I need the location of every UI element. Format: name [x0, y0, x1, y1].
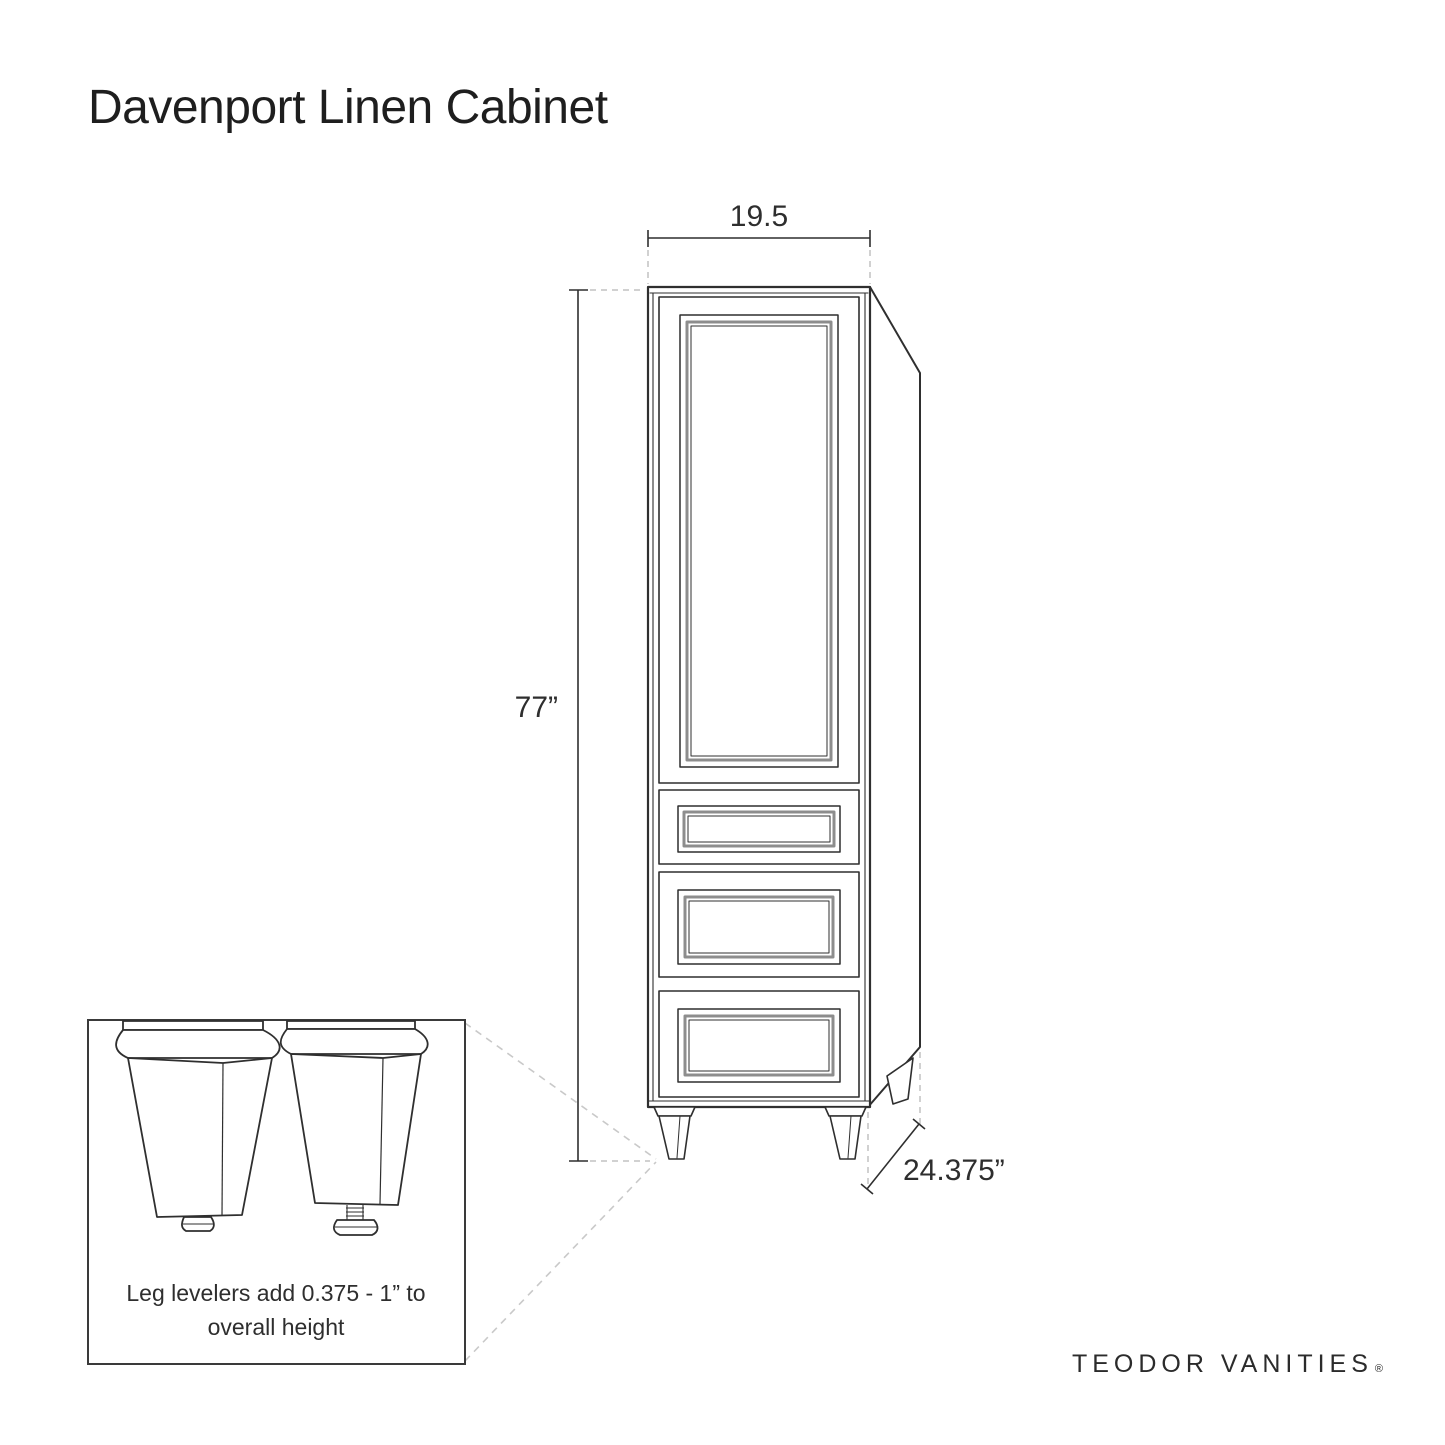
drawer-3-face: [658, 990, 860, 1098]
front-left-leg: [653, 1106, 696, 1160]
door-panel-outer: [679, 314, 839, 768]
inset-leg-left-body: [127, 1057, 273, 1218]
depth-dimension: 24.375”: [860, 1052, 1005, 1195]
drawer-2-face: [658, 871, 860, 978]
front-right-leg: [824, 1106, 867, 1160]
inset-leg-right-flange: [279, 1028, 429, 1055]
front-left-leg-cap: [653, 1106, 696, 1117]
door-panel-inner: [690, 325, 828, 757]
drawer-2-panel-inner: [688, 900, 830, 954]
brand-registered-mark: ®: [1374, 1363, 1383, 1375]
drawer-1-face: [658, 789, 860, 865]
height-dimension: 77”: [515, 289, 650, 1162]
leg-leveler-note-line1: Leg levelers add 0.375 - 1” to: [126, 1280, 425, 1306]
page-title: Davenport Linen Cabinet: [88, 81, 608, 134]
inset-leg-right-screw: [346, 1205, 364, 1220]
depth-dimension-line: [866, 1123, 920, 1190]
drawer-3-panel-bevel: [683, 1014, 835, 1077]
inset-leg-left-flange: [115, 1029, 281, 1059]
width-dimension: 19.5: [647, 200, 871, 284]
door-face: [658, 296, 860, 784]
drawer-1-panel-outer: [677, 805, 841, 853]
cabinet-front: [646, 285, 872, 1109]
leg-leveler-note-line2: overall height: [208, 1314, 345, 1340]
drawer-3: [658, 990, 860, 1098]
leg-leveler-inset: Leg levelers add 0.375 - 1” to overall h…: [87, 1019, 466, 1365]
cabinet-legs: [653, 1057, 914, 1160]
drawer-1-panel-bevel: [682, 810, 836, 848]
depth-tick-front: [860, 1183, 874, 1195]
inset-leg-right-facet: [379, 1057, 384, 1205]
drawer-1: [658, 789, 860, 865]
inset-leg-left-facet: [221, 1062, 224, 1217]
drawer-2: [658, 871, 860, 978]
depth-tick-back: [912, 1118, 926, 1130]
callout-leader-lines: [464, 1022, 657, 1362]
front-right-leg-body: [829, 1115, 862, 1160]
brand-name: TEODOR VANITIES: [1071, 1350, 1373, 1378]
callout-leader-bottom: [464, 1161, 657, 1362]
back-right-leg: [886, 1057, 914, 1105]
front-right-leg-cap: [824, 1106, 867, 1117]
brand-logo: TEODOR VANITIES®: [1072, 1350, 1383, 1379]
drawer-2-panel-bevel: [683, 895, 835, 959]
callout-leader-top: [464, 1022, 657, 1160]
inset-leg-right: [279, 1020, 429, 1236]
cabinet-door: [658, 296, 860, 784]
front-right-leg-facet: [847, 1115, 852, 1159]
drawer-2-panel-outer: [677, 889, 841, 965]
front-left-leg-body: [658, 1115, 691, 1160]
height-dimension-label: 77”: [515, 691, 558, 724]
door-panel-bevel: [685, 320, 833, 762]
cabinet-drawing: [646, 285, 921, 1160]
drawer-3-panel-inner: [688, 1019, 830, 1072]
depth-dimension-label: 24.375”: [903, 1154, 1005, 1187]
inset-leg-left: [115, 1020, 281, 1232]
inset-leg-right-body: [290, 1053, 422, 1206]
drawer-1-panel-inner: [687, 815, 831, 843]
drawer-3-panel-outer: [677, 1008, 841, 1083]
front-left-leg-facet: [676, 1115, 681, 1159]
inset-leg-left-plate: [122, 1020, 264, 1031]
width-dimension-label: 19.5: [730, 200, 788, 233]
cabinet-side-panel: [867, 286, 921, 1108]
inset-leg-right-plate: [286, 1020, 416, 1030]
